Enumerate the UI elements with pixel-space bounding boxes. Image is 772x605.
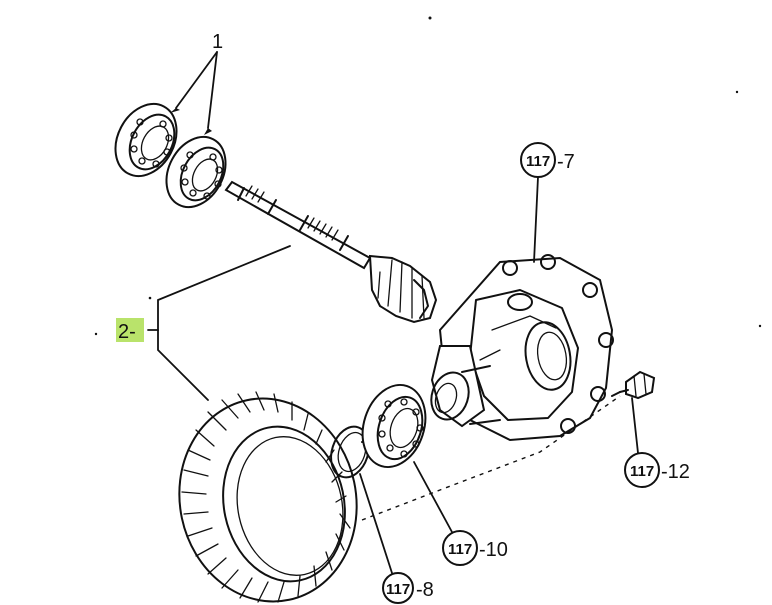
ball-bearing-right <box>165 135 227 209</box>
callout-117-10-number: 117 <box>448 541 472 558</box>
axis-centerline <box>361 395 621 521</box>
callout-2[interactable]: 2- <box>116 245 291 401</box>
callout-117-10-circle <box>442 530 478 566</box>
arrow-1b <box>204 128 212 135</box>
leader-117-7 <box>533 176 539 263</box>
callout-117-7-number: 117 <box>526 153 550 170</box>
callout-2-highlight <box>116 318 144 342</box>
leader-117-8 <box>359 473 393 574</box>
bolt <box>611 370 656 400</box>
leader-1b <box>207 51 218 129</box>
callout-117-12-suffix: -12 <box>661 461 690 483</box>
callout-117-12-number: 117 <box>630 463 654 480</box>
leader-2-shaft <box>147 245 291 331</box>
callout-1-label: 1 <box>212 31 223 53</box>
callout-2-label: 2- <box>118 321 136 343</box>
callout-117-8[interactable]: 117 -8 <box>359 473 434 604</box>
callout-1[interactable]: 1 <box>170 31 223 135</box>
callout-117-10-suffix: -10 <box>479 539 508 561</box>
scan-specks <box>94 16 762 336</box>
callout-117-8-number: 117 <box>386 581 410 598</box>
callout-117-7[interactable]: 117 -7 <box>520 142 575 263</box>
ball-bearing-lower <box>361 383 427 469</box>
arrow-1a <box>170 108 180 113</box>
leader-117-12 <box>631 397 639 454</box>
ring-gear <box>178 391 358 603</box>
leader-1a <box>175 51 218 109</box>
callout-117-10[interactable]: 117 -10 <box>413 461 508 566</box>
callout-117-7-suffix: -7 <box>557 151 575 173</box>
callout-117-12-circle <box>624 452 660 488</box>
ball-bearing-left <box>114 102 178 178</box>
callout-117-8-circle <box>382 572 414 604</box>
callout-117-8-suffix: -8 <box>416 579 434 601</box>
leader-2-ring <box>157 329 209 401</box>
gear-case-housing <box>430 254 614 442</box>
leader-117-10 <box>413 461 453 533</box>
pinion-shaft <box>224 180 438 324</box>
callout-117-12[interactable]: 117 -12 <box>624 397 690 488</box>
